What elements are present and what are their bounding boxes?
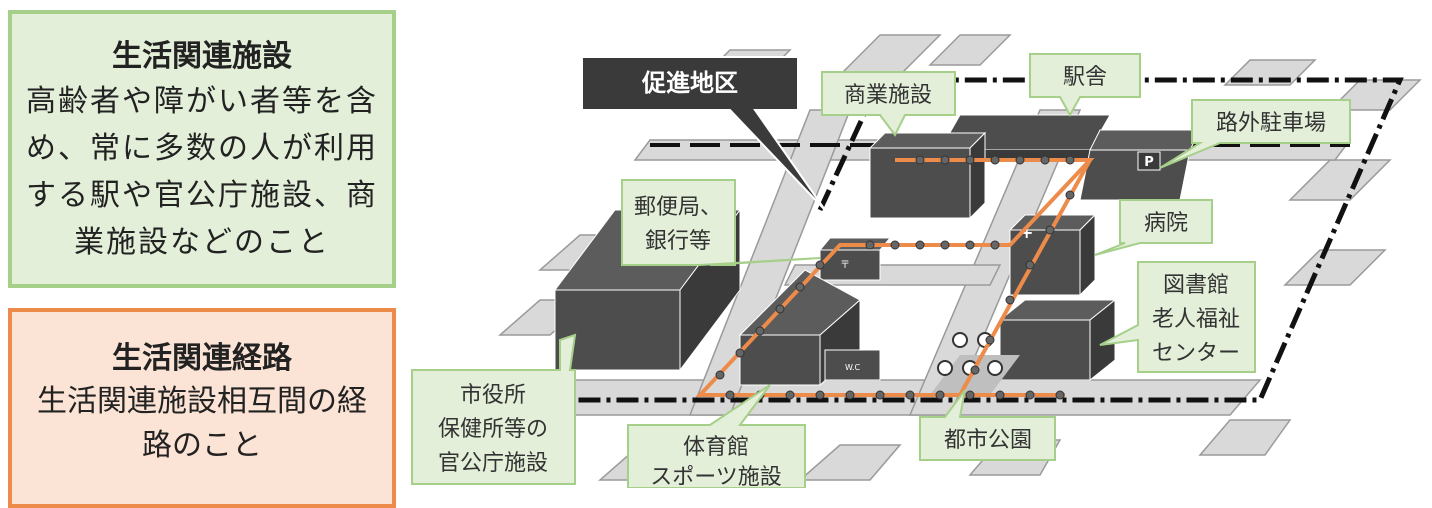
road-stubs: [428, 34, 1422, 481]
commercial-label: 商業施設: [844, 83, 932, 108]
parking-callout: 路外駐車場: [1159, 99, 1351, 169]
route-definition-box: 生活関連経路 生活関連施設相互間の経路のこと: [8, 308, 396, 508]
library-label-3: センター: [1152, 341, 1240, 366]
library-label-2: 老人福祉: [1152, 307, 1240, 332]
buildings: P 〒 + W.C: [554, 114, 1201, 395]
station-callout: 駅舎: [1029, 53, 1141, 118]
commercial-building: [868, 131, 987, 220]
city-hall-label-2: 保健所等の: [438, 417, 548, 442]
post-office-label-1: 郵便局、: [634, 195, 722, 220]
hospital-building: +: [1008, 213, 1097, 297]
route-title: 生活関連経路: [112, 341, 292, 376]
park-label: 都市公園: [944, 428, 1032, 453]
parking-building: P: [1079, 129, 1201, 201]
gym-callout: 体育館 スポーツ施設: [627, 384, 806, 488]
library-callout: 図書館 老人福祉 センター: [1099, 261, 1256, 373]
hospital-label: 病院: [1144, 211, 1188, 236]
district-map: P 〒 + W.C: [411, 34, 1422, 488]
post-office-callout: 郵便局、 銀行等: [621, 179, 821, 266]
station-label: 駅舎: [1063, 65, 1107, 90]
gym-label-2: スポーツ施設: [650, 465, 782, 488]
parking-label: 路外駐車場: [1216, 111, 1326, 136]
city-hall-label-3: 官公庁施設: [438, 451, 548, 476]
svg-text:+: +: [1020, 223, 1033, 242]
route-description: 生活関連施設相互間の経路のこと: [37, 384, 367, 463]
park-callout: 都市公園: [919, 389, 1056, 461]
district-boundary: [480, 77, 1404, 403]
city-hall-label-1: 市役所: [460, 383, 526, 408]
gym-label-1: 体育館: [683, 435, 749, 460]
parking-sign: P: [1144, 155, 1154, 170]
library-building: [998, 298, 1117, 382]
facility-definition-box: 生活関連施設 高齢者や障がい者等を含め、常に多数の人が利用する駅や官公庁施設、商…: [8, 10, 396, 288]
toilet-sign: W.C: [845, 363, 861, 372]
facility-title: 生活関連施設: [112, 39, 292, 74]
hospital-callout: 病院: [1094, 199, 1213, 256]
district-label-callout: 促進地区: [581, 56, 826, 211]
post-office-label-2: 銀行等: [645, 229, 711, 254]
district-label: 促進地区: [641, 69, 738, 97]
facility-description: 高齢者や障がい者等を含め、常に多数の人が利用する駅や官公庁施設、商業施設などのこ…: [26, 84, 378, 260]
post-sign: 〒: [840, 260, 850, 271]
city-hall-callout: 市役所 保健所等の 官公庁施設: [411, 333, 577, 485]
library-label-1: 図書館: [1163, 273, 1229, 298]
commercial-callout: 商業施設: [821, 71, 956, 137]
